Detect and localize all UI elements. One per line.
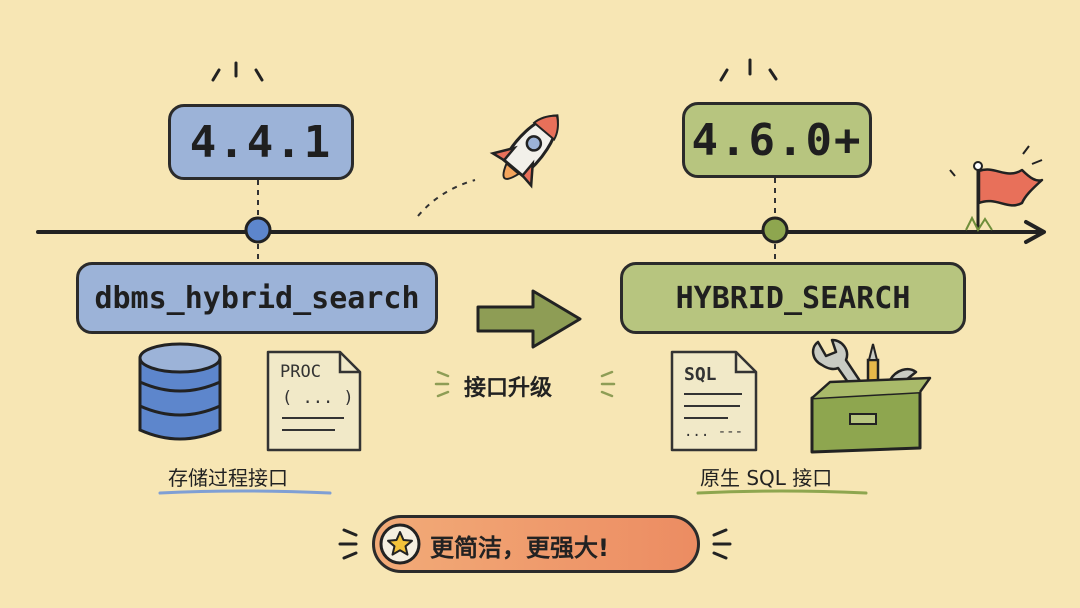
right-version-label: 4.6.0+ (691, 114, 863, 166)
right-caption: 原生 SQL 接口 (700, 466, 833, 490)
right-api-label: HYBRID_SEARCH (675, 280, 911, 316)
toolbox-icon (810, 338, 932, 454)
database-icon (138, 342, 222, 441)
flag-icon (949, 145, 1044, 233)
right-version-box: 4.6.0+ (682, 102, 872, 178)
left-version-label: 4.4.1 (189, 116, 333, 168)
rocket-icon (489, 114, 559, 189)
bottom-label-pill (372, 515, 700, 573)
proc-document-icon (266, 350, 362, 452)
upgrade-label-sparkles (434, 370, 616, 398)
timeline-arrowhead (1024, 220, 1046, 244)
right-api-box: HYBRID_SEARCH (620, 262, 966, 334)
left-sparkle-icon (211, 61, 264, 82)
left-api-label: dbms_hybrid_search (94, 280, 420, 316)
star-icon (379, 523, 421, 565)
left-timeline-node (244, 216, 272, 244)
sql-document-icon (670, 350, 758, 452)
bottom-label-sparkles (338, 528, 732, 560)
right-sparkle-icon (719, 58, 778, 82)
rocket-trail (417, 179, 476, 217)
sql-doc-body: ... --- (684, 424, 744, 440)
bottom-label: 更简洁，更强大! (430, 534, 609, 562)
left-version-box: 4.4.1 (168, 104, 354, 180)
right-timeline-node (761, 216, 789, 244)
upgrade-arrow (476, 289, 582, 349)
right-caption-underline (696, 489, 868, 495)
left-caption: 存储过程接口 (168, 466, 288, 490)
left-caption-underline (158, 489, 332, 495)
proc-doc-body: ( ... ) (282, 388, 354, 408)
proc-doc-title: PROC (280, 362, 321, 382)
sql-doc-title: SQL (684, 364, 717, 385)
upgrade-label: 接口升级 (464, 376, 553, 401)
left-api-box: dbms_hybrid_search (76, 262, 438, 334)
